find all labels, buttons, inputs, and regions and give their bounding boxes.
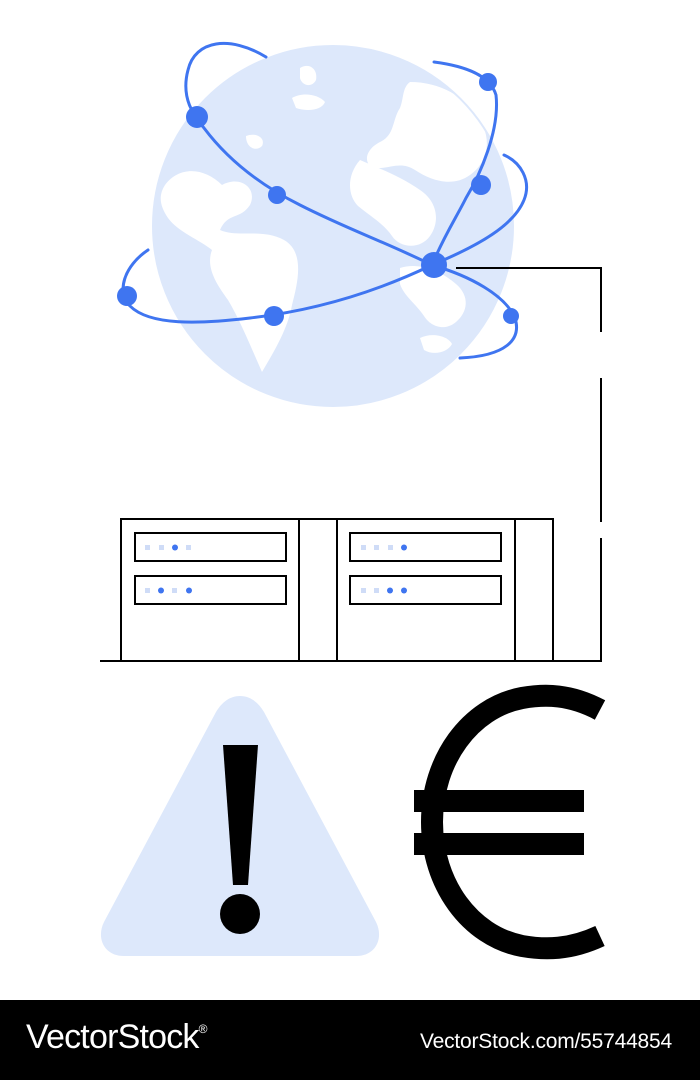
- server-drive-bay: [349, 532, 502, 562]
- connector-line: [456, 267, 602, 661]
- orbit-node: [479, 73, 497, 91]
- orbit-node: [268, 186, 286, 204]
- brand-logo[interactable]: VectorStock®: [26, 1018, 207, 1057]
- orbit-node: [186, 106, 208, 128]
- server-rack-icon: [100, 518, 602, 662]
- exclamation-bar: [223, 745, 258, 885]
- exclamation-dot: [220, 894, 260, 934]
- orbit-hub-node: [421, 252, 447, 278]
- warning-triangle-icon: [100, 696, 380, 956]
- globe-icon: [152, 45, 514, 407]
- orbit-nodes: [117, 73, 519, 326]
- orbit-node: [471, 175, 491, 195]
- server-drive-bay: [134, 575, 287, 605]
- illustration-canvas: [100, 42, 606, 960]
- orbit-node: [503, 308, 519, 324]
- server-drive-bay: [349, 575, 502, 605]
- brand-name: VectorStock: [26, 1018, 199, 1056]
- image-id-link[interactable]: VectorStock.com/55744854: [419, 1030, 672, 1053]
- orbit-node: [264, 306, 284, 326]
- registered-mark: ®: [198, 1022, 208, 1036]
- server-led-indicators: [145, 544, 407, 594]
- orbit-node: [117, 286, 137, 306]
- footer-bar: VectorStock® VectorStock.com/55744854: [0, 1000, 700, 1080]
- euro-sign-icon: [414, 684, 606, 960]
- server-drive-bay: [134, 532, 287, 562]
